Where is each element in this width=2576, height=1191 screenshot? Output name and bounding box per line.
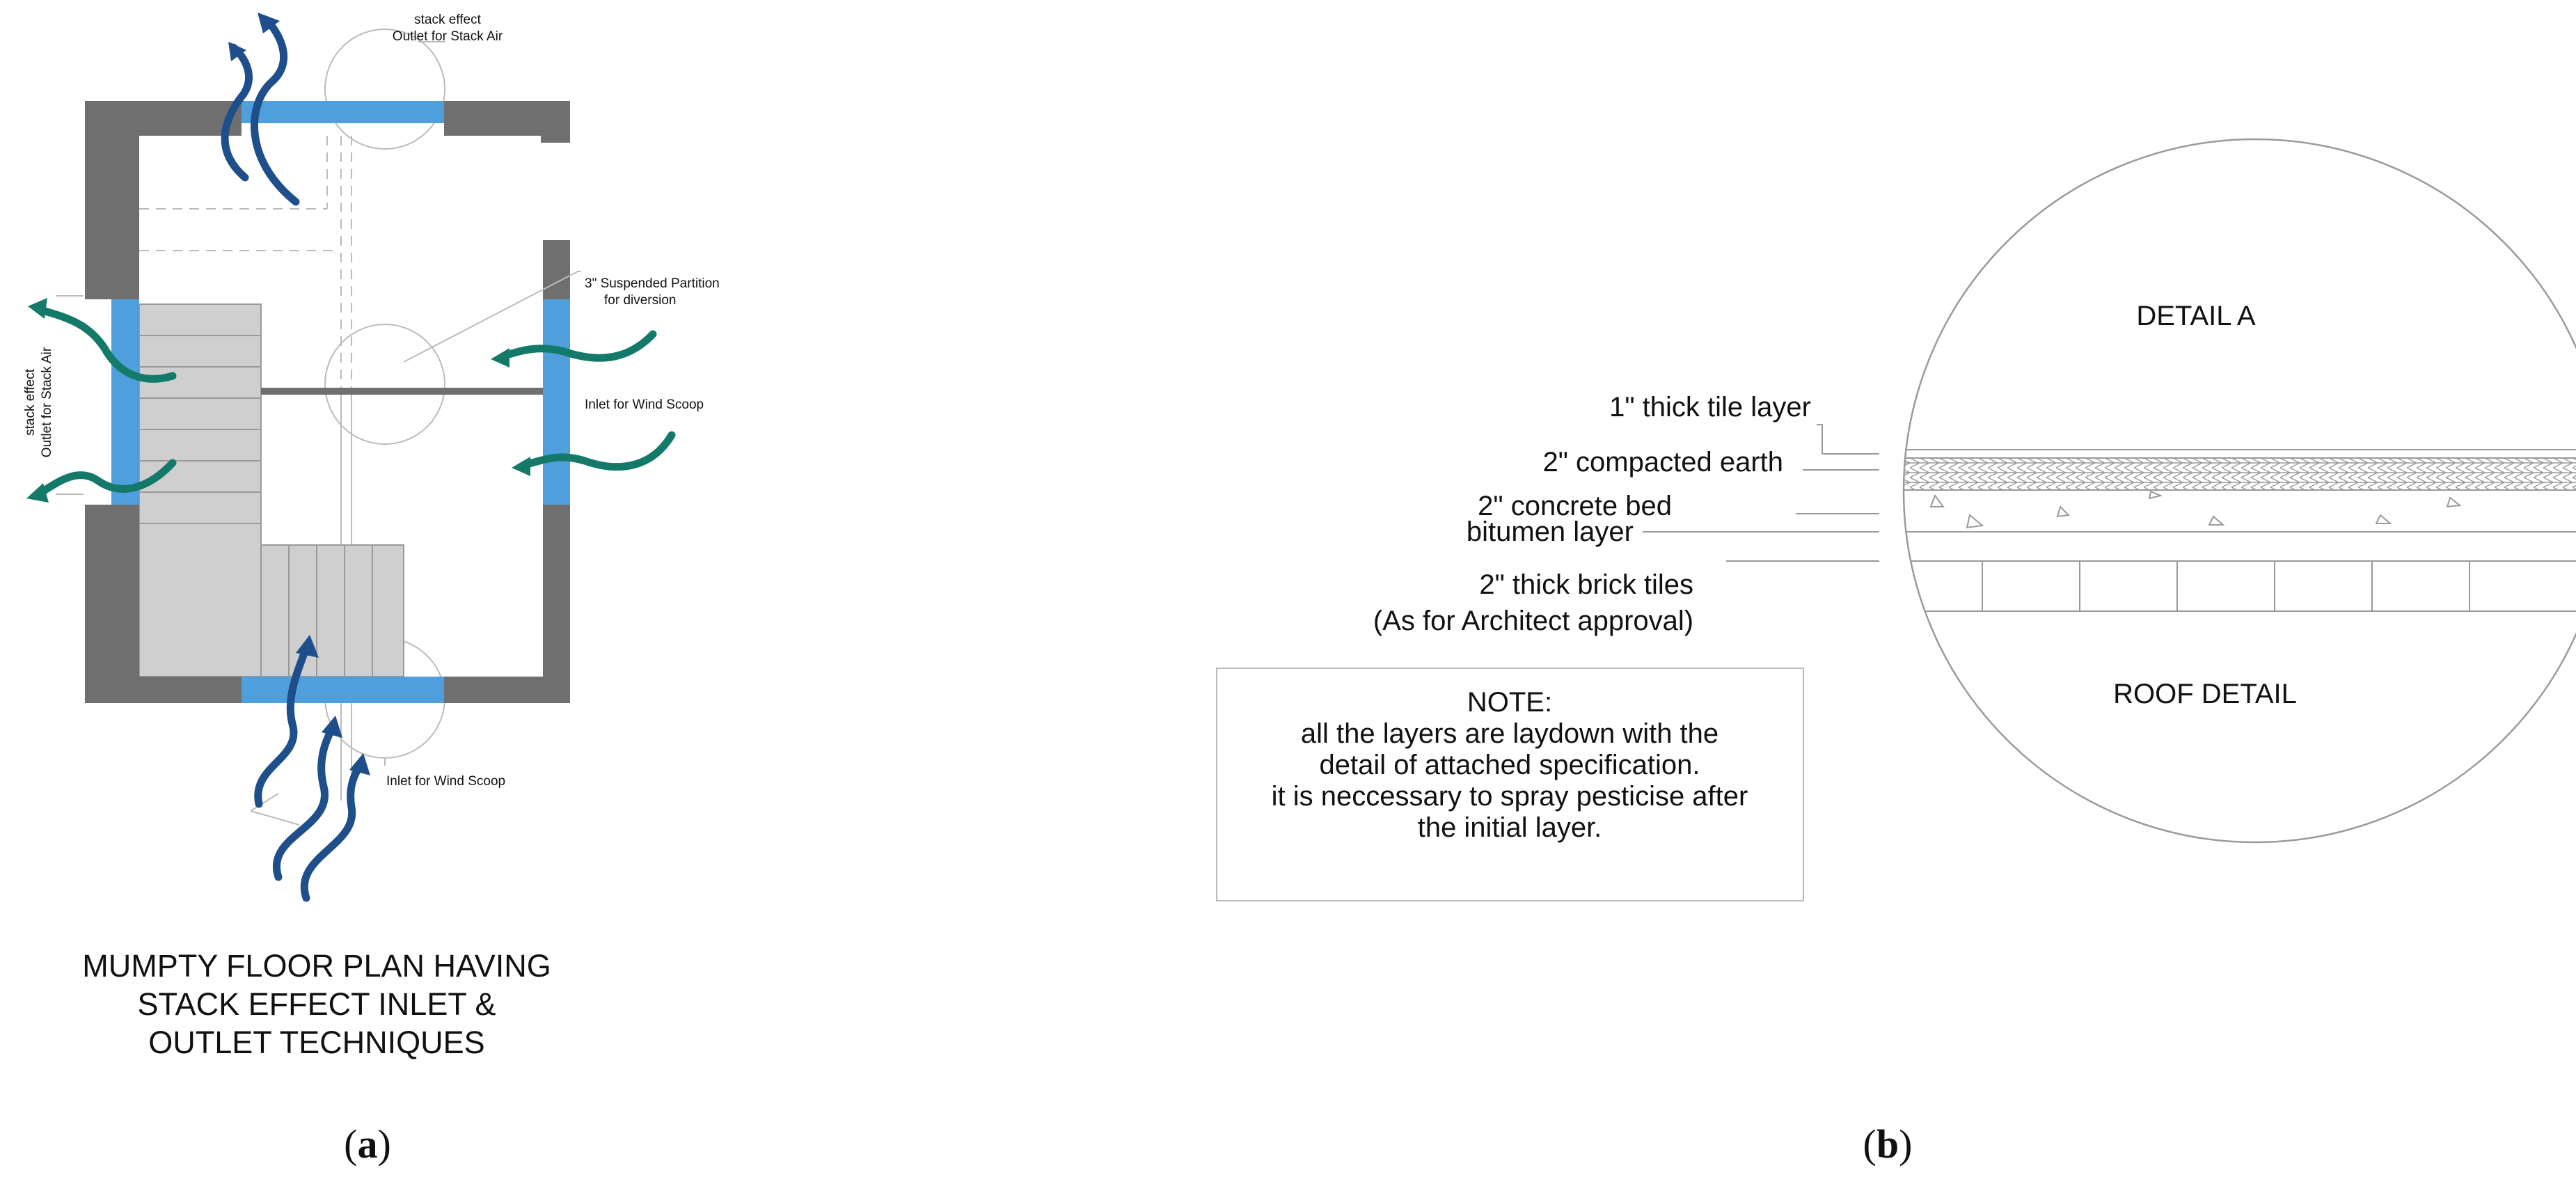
roof-detail: DETAIL A ROOF DETAIL 1" thick tile layer… (1216, 138, 2576, 1167)
note-line-5: the initial layer. (1418, 812, 1602, 843)
windows (111, 101, 570, 703)
note-frame (1216, 668, 1804, 901)
label-top-outlet-line2: Outlet for Stack Air (393, 29, 503, 44)
caption-a-letter: a (358, 1121, 378, 1167)
note-line-1: NOTE: (1467, 687, 1552, 718)
floor-plan: stack effect Outlet for Stack Air stack … (23, 13, 720, 1167)
note-line-4: it is neccessary to spray pesticise afte… (1272, 781, 1748, 812)
window-left (111, 299, 139, 505)
label-top-outlet-line1: stack effect (414, 13, 481, 27)
layer-compacted-earth (1904, 457, 2576, 491)
window-right (543, 299, 570, 505)
airflow-arrowheads-teal (26, 298, 530, 503)
detail-title: DETAIL A (2136, 301, 2255, 331)
label-inlet-right: Inlet for Wind Scoop (585, 397, 704, 412)
note-line-2: all the layers are laydown with the (1301, 718, 1718, 749)
detail-circle (1902, 138, 2576, 844)
airflow-arrows-teal (34, 306, 676, 498)
layer-label-brick: 2" thick brick tiles (1479, 569, 1693, 600)
layer-label-tile: 1" thick tile layer (1609, 392, 1811, 423)
label-left-outlet-line1: stack effect (23, 368, 38, 435)
dashed-guides (139, 136, 352, 386)
label-partition-line2: for diversion (604, 293, 677, 308)
walls (85, 101, 570, 703)
plan-title-line2: STACK EFFECT INLET & (137, 986, 496, 1022)
airflow-arrows-blue (221, 15, 365, 902)
label-left-outlet: stack effect Outlet for Stack Air (23, 347, 54, 457)
plan-labels: stack effect Outlet for Stack Air stack … (23, 13, 720, 1060)
caption-a: (a) (344, 1121, 391, 1167)
label-inlet-bottom: Inlet for Wind Scoop (386, 774, 505, 789)
plan-title-line1: MUMPTY FLOOR PLAN HAVING (82, 948, 551, 984)
layer-label-concrete: 2" concrete bed (1478, 491, 1672, 521)
suspended-partition (261, 388, 543, 395)
plan-title-line3: OUTLET TECHNIQUES (148, 1025, 484, 1060)
stair-treads (139, 335, 373, 677)
layer-brick-tiles (1904, 560, 2576, 612)
layer-label-earth: 2" compacted earth (1542, 447, 1783, 478)
layer-label-bitumen: bitumen layer (1467, 516, 1634, 547)
helper-circle-middle (324, 324, 445, 445)
window-bottom (242, 677, 444, 703)
layer-tile (1904, 449, 2576, 459)
layer-labels: 1" thick tile layer 2" compacted earth 2… (1373, 392, 1811, 636)
label-partition-line1: 3" Suspended Partition (585, 276, 720, 291)
label-left-outlet-line2: Outlet for Stack Air (40, 347, 54, 457)
layer-label-approval: (As for Architect approval) (1373, 606, 1693, 636)
note-line-3: detail of attached specification. (1319, 750, 1700, 780)
staircase (139, 303, 404, 677)
roof-layers (1904, 449, 2576, 612)
layer-concrete-bed (1904, 490, 2576, 533)
layer-leaders (1643, 424, 1879, 562)
window-top (242, 101, 444, 123)
caption-b: (b) (1863, 1121, 1913, 1167)
detail-subtitle: ROOF DETAIL (2113, 679, 2297, 709)
caption-b-letter: b (1876, 1121, 1899, 1167)
leader-lines (56, 41, 581, 766)
note-box: NOTE: all the layers are laydown with th… (1216, 668, 1804, 901)
helper-circle-top (324, 29, 445, 150)
airflow-arrowheads-blue (228, 13, 370, 775)
